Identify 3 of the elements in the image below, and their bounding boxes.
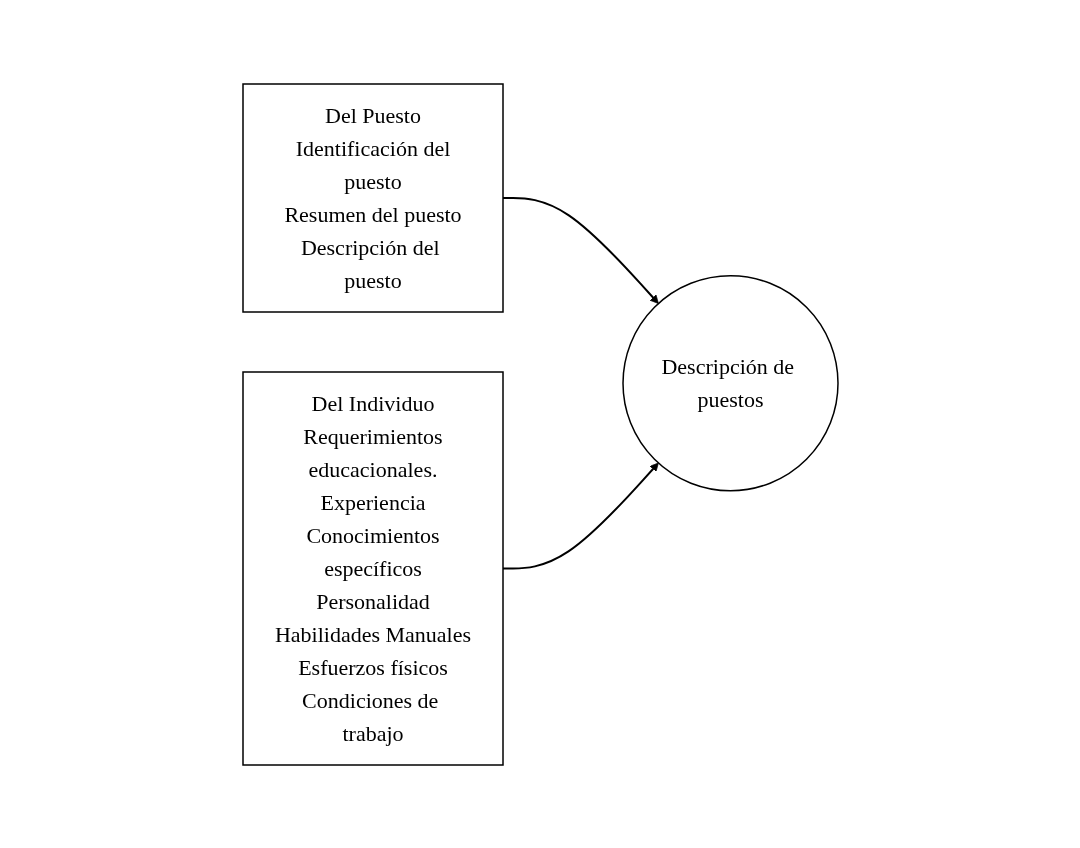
node-box: Del Puesto Identificación del puesto Resumen del puesto Descripción del puesto — [241, 82, 504, 313]
node-circle: Descripción de puestos — [621, 274, 839, 491]
node-box: Del Individuo Requerimientos educacionales. Experiencia Conocimientos específicos Personalidad Habilidades Manuales Esfuerzos físicos Condiciones de trabajo — [241, 370, 504, 766]
